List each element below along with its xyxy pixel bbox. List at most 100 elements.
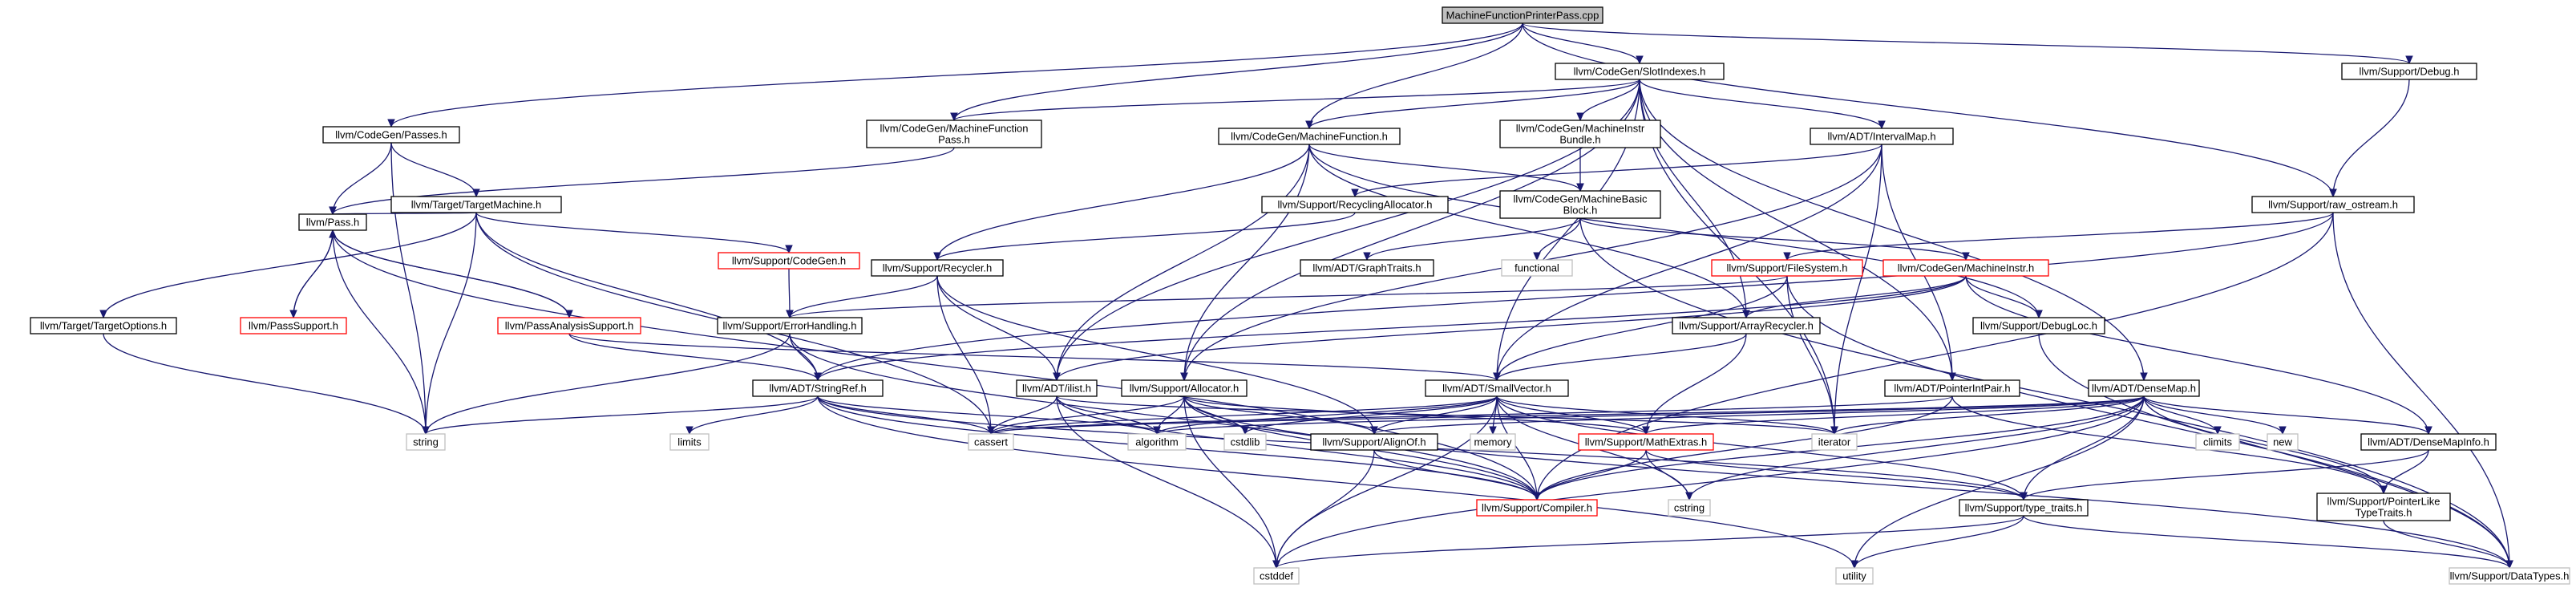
edge-recycler-to-errh [789, 275, 938, 318]
node-box-passsupport [240, 317, 347, 334]
node-label-mib-0: llvm/CodeGen/MachineInstr [1516, 123, 1645, 135]
node-recalloc[interactable]: llvm/Support/RecyclingAllocator.h [1261, 196, 1449, 213]
edge-mathextras-to-cstring [1645, 449, 1690, 501]
node-fs[interactable]: llvm/Support/FileSystem.h [1711, 259, 1863, 277]
node-errh[interactable]: llvm/Support/ErrorHandling.h [717, 317, 863, 334]
node-root[interactable]: MachineFunctionPrinterPass.cpp [1442, 6, 1603, 24]
node-label-passsupport-0: llvm/PassSupport.h [249, 320, 338, 332]
arrowhead-root-to-slotidx [1636, 55, 1644, 65]
node-box-debug [2341, 63, 2477, 80]
edge-mi-to-arec [1745, 275, 1967, 318]
node-dmi[interactable]: llvm/ADT/DenseMapInfo.h [2360, 433, 2497, 451]
arrowhead-stringref-to-string [422, 426, 430, 436]
arrowhead-slotidx-to-mf [1305, 120, 1313, 130]
edge-fs-to-datatypes [1786, 275, 2510, 569]
edge-mf-to-arec [1308, 144, 1747, 318]
arrowhead-arec-to-smallvec [1493, 372, 1501, 382]
node-box-pass [298, 213, 367, 231]
node-compiler[interactable]: llvm/Support/Compiler.h [1476, 499, 1598, 517]
node-pip[interactable]: llvm/ADT/PointerIntPair.h [1884, 379, 2020, 397]
arrowhead-errh-to-stringref [814, 372, 822, 382]
edge-stringref-to-limits [689, 395, 819, 435]
node-memory: memory [1470, 433, 1516, 451]
node-label-alignof-0: llvm/Support/AlignOf.h [1322, 436, 1425, 448]
edge-root-to-debug [1522, 22, 2410, 64]
edge-rawos-to-compiler [1536, 212, 2334, 501]
node-dloc[interactable]: llvm/Support/DebugLoc.h [1972, 317, 2105, 334]
edge-tm-to-topts [103, 212, 477, 318]
node-box-mib [1499, 120, 1661, 148]
arrowhead-densemap-to-alignof [1370, 426, 1378, 436]
node-label-utility-0: utility [1842, 570, 1866, 582]
node-label-plt-0: llvm/Support/PointerLike [2327, 496, 2441, 508]
node-mathextras[interactable]: llvm/Support/MathExtras.h [1578, 433, 1714, 451]
node-alignof[interactable]: llvm/Support/AlignOf.h [1310, 433, 1438, 451]
node-label-datatypes-0: llvm/Support/DataTypes.h [2450, 570, 2570, 582]
node-datatypes: llvm/Support/DataTypes.h [2449, 567, 2570, 585]
edge-debug-to-rawos [2332, 79, 2410, 197]
arrowhead-mbb-to-functional [1533, 252, 1541, 261]
node-box-compiler [1476, 499, 1598, 517]
node-slotidx[interactable]: llvm/CodeGen/SlotIndexes.h [1555, 63, 1725, 80]
edge-rawos-to-fs [1786, 212, 2334, 261]
edge-mfpass-to-pass [332, 147, 955, 215]
node-label-arec-0: llvm/Support/ArrayRecycler.h [1679, 320, 1814, 332]
arrowhead-imap-to-alloc [1180, 372, 1188, 382]
node-codegen[interactable]: llvm/Support/CodeGen.h [718, 252, 860, 270]
node-new: new [2267, 433, 2299, 451]
node-label-cassert-0: cassert [974, 436, 1008, 448]
node-passsupport[interactable]: llvm/PassSupport.h [240, 317, 347, 334]
node-label-limits-0: limits [677, 436, 702, 448]
node-imap[interactable]: llvm/ADT/IntervalMap.h [1810, 128, 1954, 145]
node-debug[interactable]: llvm/Support/Debug.h [2341, 63, 2477, 80]
node-box-iterator [1811, 433, 1858, 451]
node-mf[interactable]: llvm/CodeGen/MachineFunction.h [1218, 128, 1401, 145]
arrowhead-root-to-passes [387, 119, 395, 128]
edge-densemap-to-cstring [1688, 395, 2145, 501]
edge-densemap-to-algorithm [1156, 395, 2145, 435]
edge-mf-to-mbb [1308, 144, 1581, 192]
node-passes[interactable]: llvm/CodeGen/Passes.h [322, 126, 460, 144]
arrowhead-typetraits-to-utility [1850, 560, 1858, 570]
node-graphtraits[interactable]: llvm/ADT/GraphTraits.h [1300, 259, 1434, 277]
node-string: string [406, 433, 446, 451]
node-pas[interactable]: llvm/PassAnalysisSupport.h [497, 317, 641, 334]
edge-dmi-to-plt [2383, 449, 2429, 494]
node-label-mathextras-0: llvm/Support/MathExtras.h [1585, 436, 1707, 448]
edge-ilist-to-iterator [1056, 395, 1835, 435]
node-limits: limits [669, 433, 710, 451]
node-typetraits[interactable]: llvm/Support/type_traits.h [1959, 499, 2089, 517]
node-label-mfpass-0: llvm/CodeGen/MachineFunction [880, 123, 1029, 135]
arrowhead-densemap-to-iterator [1830, 426, 1838, 436]
node-densemap[interactable]: llvm/ADT/DenseMap.h [2088, 379, 2200, 397]
node-topts[interactable]: llvm/Target/TargetOptions.h [30, 317, 177, 334]
node-label-new-0: new [2273, 436, 2292, 448]
node-alloc[interactable]: llvm/Support/Allocator.h [1121, 379, 1248, 397]
arrowhead-imap-to-recalloc [1351, 188, 1359, 198]
node-recycler[interactable]: llvm/Support/Recycler.h [871, 259, 1004, 277]
node-mi[interactable]: llvm/CodeGen/MachineInstr.h [1882, 259, 2049, 277]
node-smallvec[interactable]: llvm/ADT/SmallVector.h [1425, 379, 1569, 397]
node-box-pas [497, 317, 641, 334]
edge-smallvec-to-cstddef [1276, 395, 1498, 569]
edge-mathextras-to-compiler [1536, 449, 1647, 501]
node-stringref[interactable]: llvm/ADT/StringRef.h [752, 379, 884, 397]
node-tm[interactable]: llvm/Target/TargetMachine.h [390, 196, 562, 213]
edge-densemap-to-plt [2143, 395, 2384, 494]
node-ilist[interactable]: llvm/ADT/ilist.h [1016, 379, 1098, 397]
node-box-cstring [1668, 499, 1711, 517]
node-label-algorithm-0: algorithm [1135, 436, 1178, 448]
node-box-stringref [752, 379, 884, 397]
node-rawos[interactable]: llvm/Support/raw_ostream.h [2251, 196, 2415, 213]
node-box-algorithm [1127, 433, 1187, 451]
arrowhead-slotidx-to-imap [1878, 120, 1886, 130]
node-pass[interactable]: llvm/Pass.h [298, 213, 367, 231]
node-box-new [2267, 433, 2299, 451]
edge-mbb-to-functional [1536, 217, 1581, 261]
node-arec[interactable]: llvm/Support/ArrayRecycler.h [1672, 317, 1821, 334]
node-label-cstddef-0: cstddef [1260, 570, 1293, 582]
